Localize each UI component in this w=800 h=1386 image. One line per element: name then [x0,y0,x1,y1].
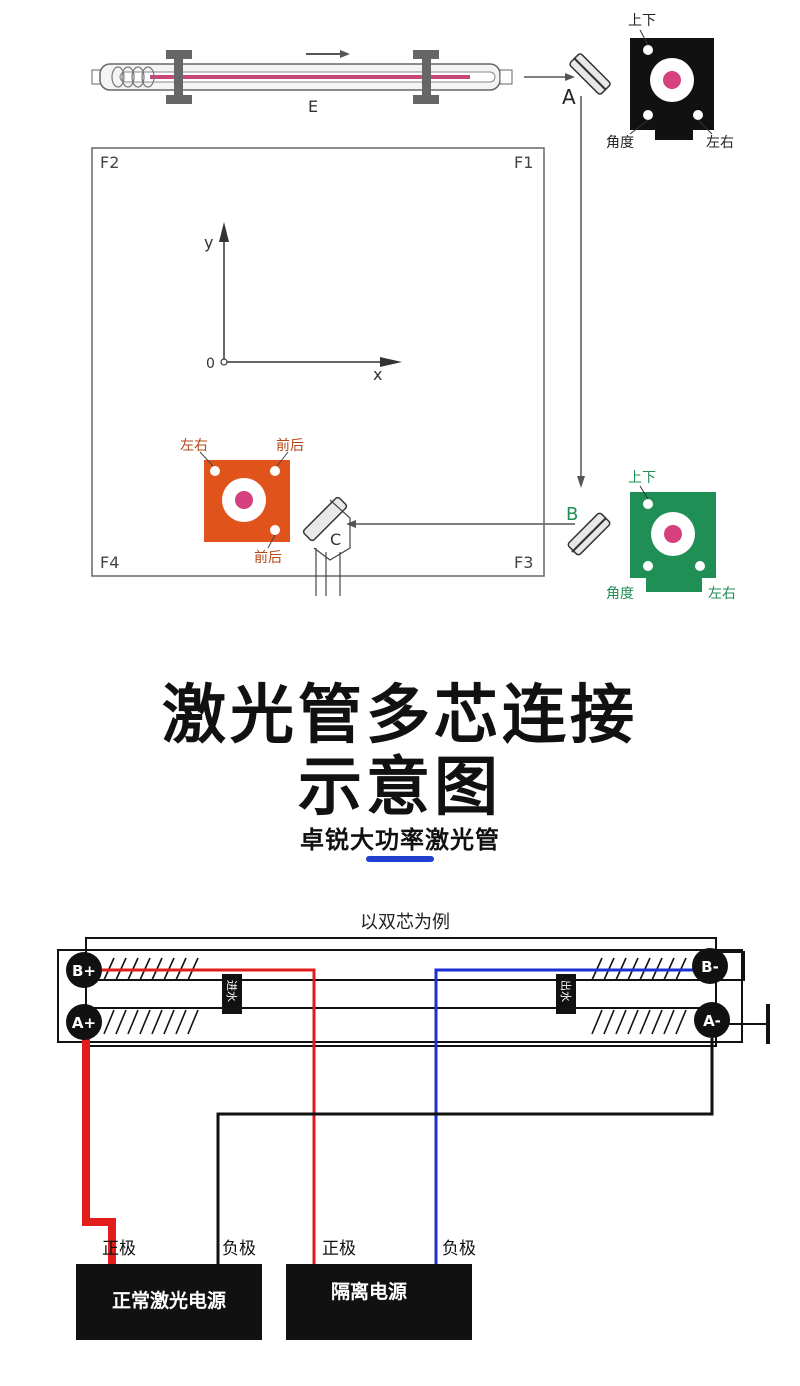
beam-arrow-a [565,73,575,81]
coordinate-axes: y x 0 [204,222,402,384]
corner-f1: F1 [514,153,533,172]
beam-path [356,76,582,525]
page-title-line2: 示意图 [298,751,502,825]
axis-y-label: y [204,233,213,252]
axis-origin-label: 0 [206,356,215,372]
page-title-line1: 激光管多芯连接 [162,679,638,753]
work-area-frame: F2 F1 F4 F3 [91,147,545,577]
supply1-name: 正常激光电源 [112,1289,226,1312]
terminal-b-minus: B- [692,948,728,984]
terminal-a-minus: A- [694,1002,730,1038]
beam-arrow-b [577,476,585,488]
water-outlet: 出水 [556,974,576,1014]
mirror-b: B [566,504,611,556]
terminal-b-minus-label: B- [701,958,719,976]
tube-coil [111,66,155,88]
wires [82,968,714,1264]
beam-arrow-c [346,520,356,528]
wiring-caption: 以双芯为例 [360,912,450,933]
wire-a-minus [216,1038,714,1264]
mirror-c-label: C [330,530,341,549]
mirror-a: A [562,53,611,109]
mount-b-angle-label: 角度 [606,586,634,600]
wire-b-minus [434,968,708,1264]
supply1-negative-label: 负极 [222,1239,256,1259]
wire-b-plus [86,968,316,1264]
normal-laser-power-supply: 正常激光电源 [76,1264,262,1340]
supply1-positive-label: 正极 [102,1239,136,1259]
tube-bracket-right [413,50,439,104]
mount-b-updown-label: 上下 [628,470,656,486]
tube-label: E [308,97,318,116]
mount-c-frontback-bottom-label: 前后 [254,549,282,566]
wiring-diagram: 以双芯为例 进水 出水 B+ A+ [57,912,770,1340]
terminal-a-plus: A+ [66,1004,102,1040]
corner-f2: F2 [100,153,119,172]
mirror-a-label: A [562,85,576,109]
title-accent-bar [366,856,434,862]
mount-a-updown-label: 上下 [628,13,656,29]
mirror-mount-c: 左右 前后 前后 [180,437,304,566]
mirror-c: C [302,496,351,596]
water-inlet: 进水 [222,974,242,1014]
water-inlet-label: 进水 [225,980,238,1002]
terminal-a-plus-label: A+ [72,1014,96,1032]
corner-f3: F3 [514,553,533,572]
water-outlet-label: 出水 [559,980,573,1002]
mirror-mount-b: 上下 角度 左右 [606,470,736,600]
mount-a-angle-label: 角度 [606,135,634,151]
optical-path-diagram: E A 上下 角度 左右 F2 F1 F4 F3 [91,13,736,600]
mount-a-leftright-label: 左右 [706,135,734,151]
terminal-a-minus-label: A- [703,1012,721,1030]
supply2-name: 隔离电源 [331,1280,407,1303]
multi-core-tube [57,937,770,1047]
beam-direction-arrow [306,50,350,58]
wire-a-plus [82,1024,116,1264]
supply2-negative-label: 负极 [442,1239,476,1259]
mirror-b-label: B [566,504,578,525]
mirror-mount-a: 上下 角度 左右 [606,13,734,151]
terminal-b-plus: B+ [66,952,102,988]
mount-c-frontback-top-label: 前后 [276,437,304,454]
axis-x-label: x [373,365,382,384]
mount-b-leftright-label: 左右 [708,586,736,600]
tube-bracket-left [166,50,192,104]
corner-f4: F4 [100,553,119,572]
page-subtitle: 卓锐大功率激光管 [300,826,500,854]
laser-tube: E [91,50,513,116]
isolation-power-supply: 隔离电源 [286,1264,472,1340]
supply2-positive-label: 正极 [322,1239,356,1259]
mount-c-leftright-label: 左右 [180,438,208,454]
terminal-b-plus-label: B+ [72,962,96,980]
